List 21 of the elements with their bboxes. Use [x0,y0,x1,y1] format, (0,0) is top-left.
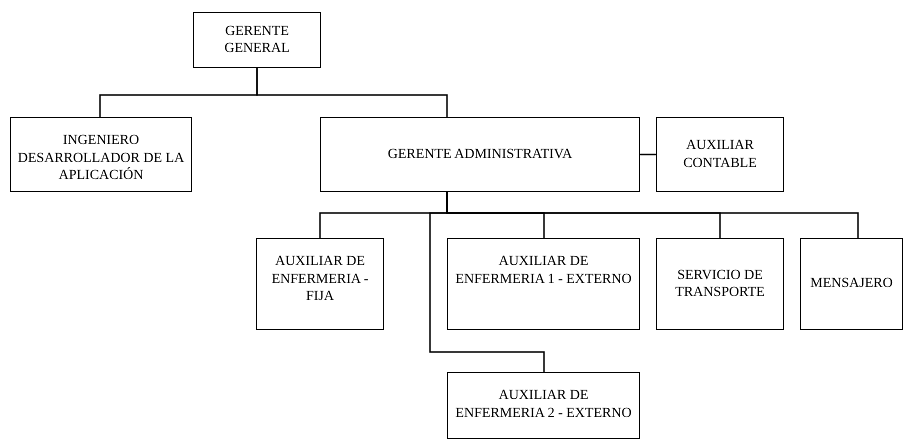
org-box [656,117,784,192]
org-box [800,238,903,330]
org-box [447,372,640,439]
connector-line [640,154,656,156]
org-box [256,238,384,330]
role-label: AUXILIAR CONTABLE [682,137,758,172]
role-label: GERENTE ADMINISTRATIVA [388,146,572,164]
role-label: SERVICIO DE TRANSPORTE [674,266,766,302]
role-label: MENSAJERO [810,275,893,293]
role-label: AUXILIAR DE ENFERMERIA - FIJA [270,253,370,306]
role-label: AUXILIAR DE ENFERMERIA 2 - EXTERNO [454,387,633,422]
role-label: INGENIERO DESARROLLADOR DE LA APLICACIÓN [17,132,185,184]
org-box [193,12,321,68]
connector-line [256,68,448,117]
role-label: AUXILIAR DE ENFERMERIA 1 - EXTERNO [454,253,633,288]
org-box [10,117,192,192]
org-box [320,117,640,192]
org-box [447,238,640,330]
org-box [656,238,784,330]
role-label: GERENTE GENERAL [223,22,291,58]
connector-line [429,192,545,372]
